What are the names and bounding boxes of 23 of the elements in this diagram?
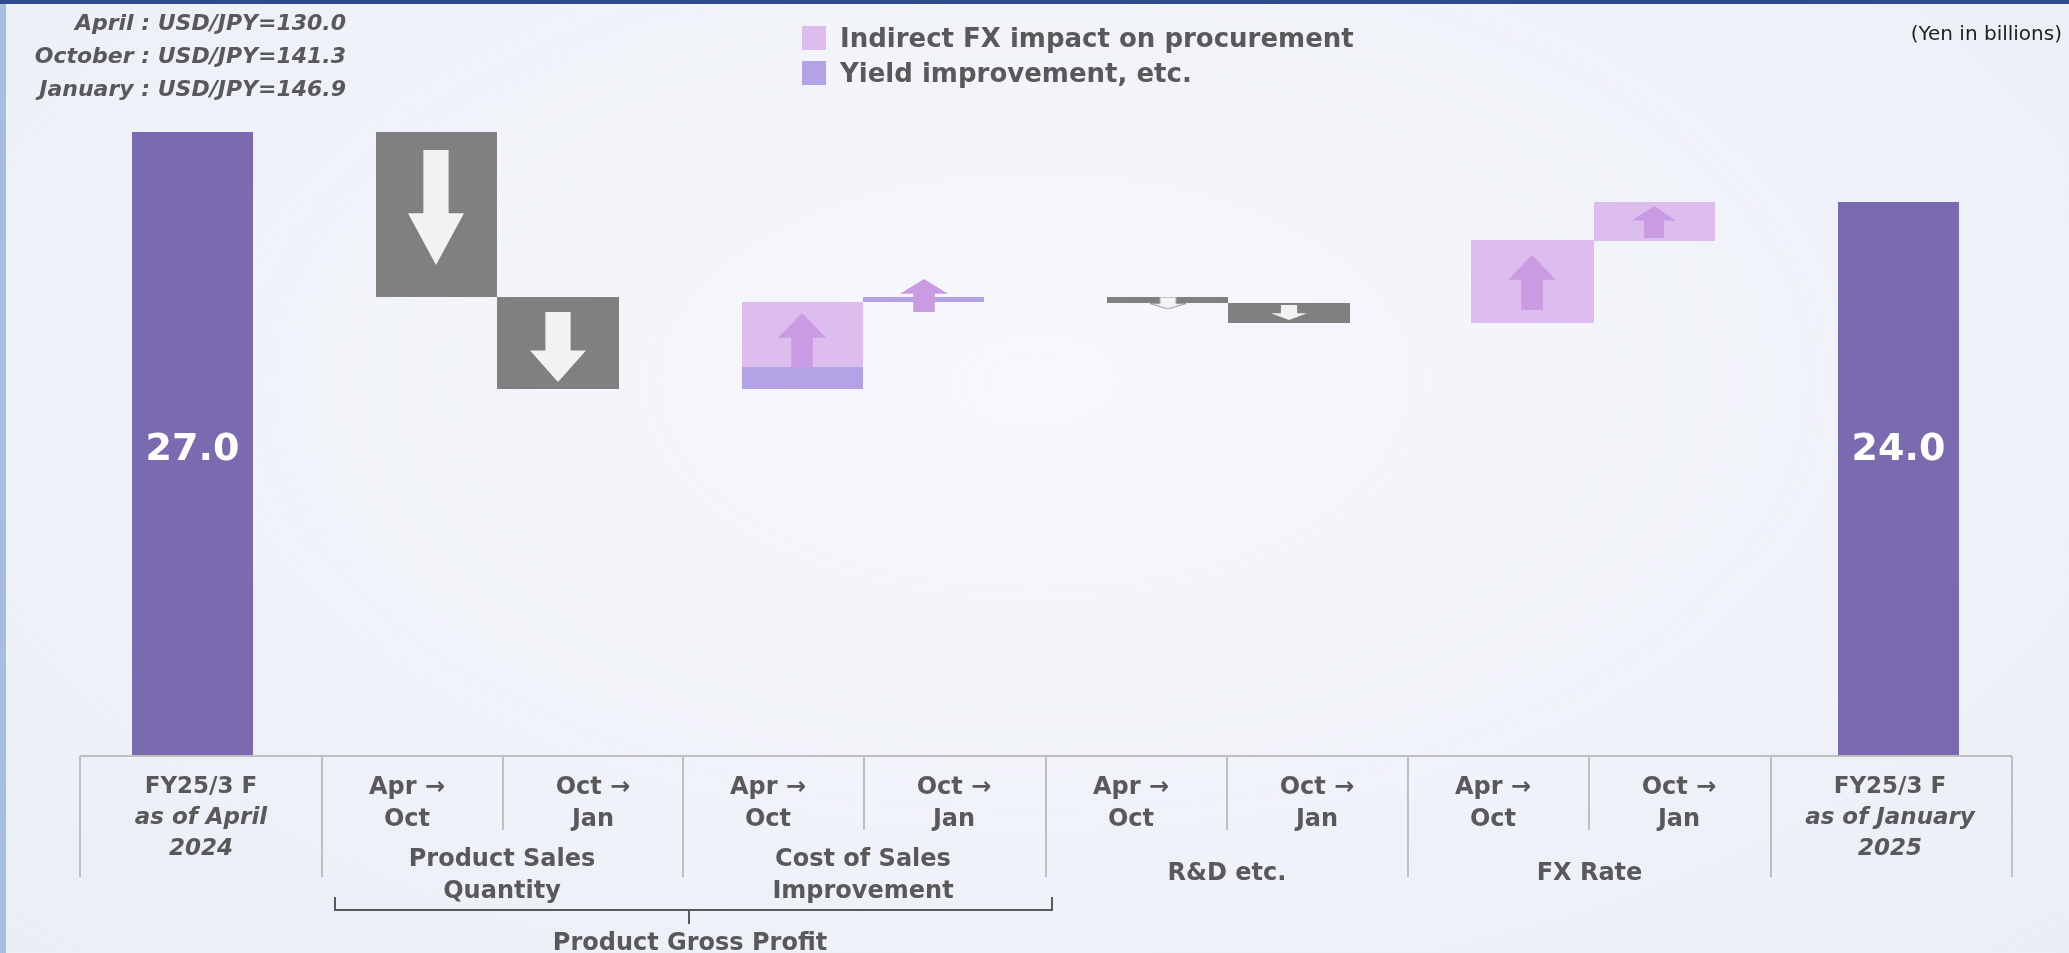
column-header: Oct → Jan bbox=[1278, 771, 1356, 835]
column-header: FY25/3 F as of April 2024 bbox=[133, 771, 269, 863]
group-header: R&D etc. bbox=[1166, 857, 1288, 888]
legend-label: Yield improvement, etc. bbox=[840, 57, 1192, 89]
column-header: Oct → Jan bbox=[915, 771, 993, 835]
column-header: Apr → Oct bbox=[1453, 771, 1533, 835]
legend-label: Indirect FX impact on procurement bbox=[840, 22, 1354, 54]
column-header: Apr → Oct bbox=[367, 771, 447, 835]
value-label: 27.0 bbox=[144, 424, 241, 471]
exchange-rate-note: October : USD/JPY=141.3 bbox=[33, 42, 346, 70]
group-header: Product Sales Quantity bbox=[407, 843, 597, 907]
column-header: Oct → Jan bbox=[1640, 771, 1718, 835]
exchange-rate-note: January : USD/JPY=146.9 bbox=[6, 74, 346, 104]
group-header: Cost of Sales Improvement bbox=[771, 843, 955, 907]
exchange-rate-note: April : USD/JPY=130.0 bbox=[73, 9, 346, 37]
unit-note: (Yen in billions) bbox=[1909, 20, 2062, 47]
column-header: Apr → Oct bbox=[1091, 771, 1171, 835]
column-header: Oct → Jan bbox=[554, 771, 632, 835]
column-header: Apr → Oct bbox=[728, 771, 808, 835]
value-label: 24.0 bbox=[1850, 424, 1947, 471]
group-header: FX Rate bbox=[1535, 857, 1644, 888]
group-header: Product Gross Profit bbox=[551, 927, 829, 953]
column-header: FY25/3 F as of January 2025 bbox=[1804, 771, 1977, 863]
